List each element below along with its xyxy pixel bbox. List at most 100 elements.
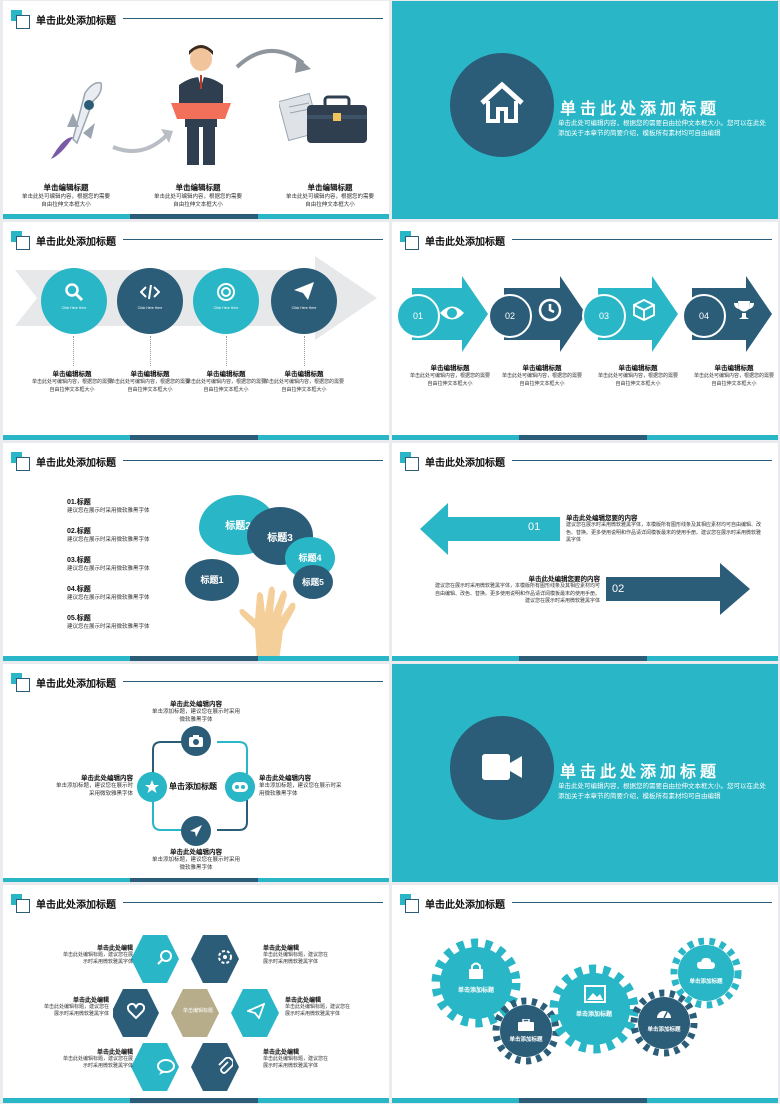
section-circle [450,716,554,820]
slide-header: 单击此处添加标题 [400,894,505,913]
numbered-list: 01.标题建议您在展示时采用微软雅黑字体 02.标题建议您在展示时采用微软雅黑字… [67,497,177,642]
step-number: 02 [488,294,532,338]
search-icon [65,283,84,302]
list-item: 单击此处编辑单击此处编辑标题，建议您在展示时采用微软雅黑字体 [63,1050,134,1069]
step-circle: Click Here Here [117,268,183,334]
list-item: 单击编辑标题单击此处可编辑内容，根据您的需要自由拉伸文本框大小 [410,365,491,387]
list-item: 02.标题建议您在展示时采用微软雅黑字体 [67,528,150,543]
list-item: 05.标题建议您在展示时采用微软雅黑字体 [67,615,150,630]
section-slide-1: 单击此处添加标题 单击此处可编辑内容，根据您的需要自由拉伸文本框大小。您可以在此… [392,1,778,219]
slide-header: 单击此处添加标题 [11,10,116,29]
image-icon [584,985,606,1003]
list-item: 单击编辑标题单击此处可编辑内容，根据您的需要自由拉伸文本框大小 [31,371,112,393]
speech-bubble: 标题5 [293,565,333,599]
cycle-center-label: 单击添加标题 [169,782,217,791]
target-icon [217,283,235,301]
trophy-icon [734,301,754,319]
list-item: 03.标题建议您在展示时采用微软雅黑字体 [67,557,150,572]
list-item: 01.标题建议您在展示时采用微软雅黑字体 [67,499,150,514]
list-item: 单击编辑标题单击此处可编辑内容，根据您的需要自由拉伸文本框大小 [598,365,679,387]
heart-icon [127,1003,145,1019]
slide-title[interactable]: 单击此处添加标题 [425,236,505,248]
navigation-icon [190,825,202,837]
gear-cluster [431,937,742,1065]
list-item: 单击此处编辑单击此处编辑标题，建议您在展示时采用微软雅黑字体 [285,998,351,1017]
paperclip-icon [218,1057,233,1074]
cycle-arrows [152,741,248,831]
code-icon [140,284,160,300]
speech-bubble: 标题1 [185,559,239,601]
slide-4: 单击此处添加标题 01 02 03 04 单击编辑标题单击此处可编辑内容，根据您… [392,222,778,440]
slide-header: 单击此处添加标题 [11,673,116,692]
rocket-icon [51,81,103,159]
section-slide-2: 单击此处添加标题 单击此处可编辑内容，根据您的需要自由拉伸文本框大小。您可以在此… [392,664,778,882]
slide-header: 单击此处添加标题 [11,231,116,250]
gamepad-icon [232,782,248,792]
list-item: 单击编辑标题单击此处可编辑内容，根据您的需要自由拉伸文本框大小 [263,371,344,393]
section-title[interactable]: 单击此处添加标题 [560,101,721,118]
list-item: 单击此处编辑内容单击添加标题，建议您在展示时采用微软雅黑字体 [55,775,133,797]
section-title[interactable]: 单击此处添加标题 [560,764,721,781]
list-item: 单击此处编辑单击此处编辑标题，建议您在展示时采用微软雅黑字体 [263,946,329,965]
list-item: 单击编辑标题单击此处可编辑内容，根据您的需要自由拉伸文本框大小 [185,371,266,393]
step-circle: Click Here Here [271,268,337,334]
list-item: 单击编辑标题单击此处可编辑内容，根据您的需要自由拉伸文本框大小 [21,183,110,208]
hex-center-label: 单击编辑标题 [182,1008,213,1014]
slide-title[interactable]: 单击此处添加标题 [36,678,116,690]
gear-label: 单击添加标题 [689,979,723,985]
speaker-figure [171,45,231,165]
slide-10: 单击此处添加标题 单击添加标题 单击添加标题 单击添加标题 单击添加标 [392,885,778,1103]
left-arrow-shape [420,503,560,555]
slide-title[interactable]: 单击此处添加标题 [36,457,116,469]
slide-3: 单击此处添加标题 Click Here Here Click Here Here… [3,222,389,440]
slide-title[interactable]: 单击此处添加标题 [36,899,116,911]
slide-header: 单击此处添加标题 [400,452,505,471]
step-number: 01 [528,521,541,533]
step-number: 03 [582,294,626,338]
right-arrow-shape [606,563,750,615]
step-number: 02 [612,583,625,595]
step-number: 01 [396,294,440,338]
cycle-node [181,726,211,756]
gear-icon [218,950,232,964]
slide-header: 单击此处添加标题 [11,452,116,471]
gear-label: 单击添加标题 [509,1037,543,1043]
section-circle [450,53,554,157]
gear-label: 单击添加标题 [457,988,494,994]
list-item: 单击编辑标题单击此处可编辑内容，根据您的需要自由拉伸文本框大小 [502,365,583,387]
section-desc: 单击此处可编辑内容，根据您的需要自由拉伸文本框大小。您可以在此处添加关于本章节的… [558,120,766,137]
slide-title[interactable]: 单击此处添加标题 [36,236,116,248]
slide-title[interactable]: 单击此处添加标题 [425,899,505,911]
slide-header: 单击此处添加标题 [400,231,505,250]
slide-title[interactable]: 单击此处添加标题 [36,15,116,27]
camera-icon [189,735,203,747]
house-icon [480,81,524,123]
list-item: 单击此处编辑您要的内容建议您在展示时采用微软雅黑字体，本模版所有图形线条及其相应… [434,576,600,604]
step-circle: Click Here Here [193,268,259,334]
gear-label: 单击添加标题 [647,1027,681,1033]
briefcase-icon [518,1019,534,1031]
dashboard-icon [657,1011,671,1019]
step-number: 04 [682,294,726,338]
gear-label: 单击添加标题 [575,1012,612,1018]
list-item: 单击此处编辑内容单击添加标题，建议您在展示时采用微软雅黑字体 [151,701,240,723]
video-camera-icon [482,754,522,780]
list-item: 单击此处编辑内容单击添加标题，建议您在展示时采用微软雅黑字体 [151,849,240,871]
slide-5: 单击此处添加标题 01.标题建议您在展示时采用微软雅黑字体 02.标题建议您在展… [3,443,389,661]
slide-1: 单击此处添加标题 单击编辑标题单击此处可编辑内容， [3,1,389,219]
chat-icon [157,1059,175,1075]
hand-icon [239,586,296,661]
cycle-node [137,772,167,802]
list-item: 单击此处编辑您要的内容建议您在展示时采用微软雅黑字体，本模版所有图形线条及其相应… [566,515,762,543]
list-item: 单击此处编辑单击此处编辑标题，建议您在展示时采用微软雅黑字体 [63,946,134,965]
slide-9: 单击此处添加标题 单击编辑标题 单击此处编辑单击此处编辑标题，建议您在展示时采用… [3,885,389,1103]
list-item: 单击编辑标题单击此处可编辑内容，根据您的需要自由拉伸文本框大小 [153,183,242,208]
cloud-icon [697,957,715,969]
list-item: 04.标题建议您在展示时采用微软雅黑字体 [67,586,150,601]
list-item: 单击此处编辑单击此处编辑标题，建议您在展示时采用微软雅黑字体 [43,998,109,1017]
clock-icon [538,298,562,322]
slide-title[interactable]: 单击此处添加标题 [425,457,505,469]
eye-icon [440,306,464,320]
step-circle: Click Here Here [41,268,107,334]
list-item: 单击编辑标题单击此处可编辑内容，根据您的需要自由拉伸文本框大小 [285,183,374,208]
